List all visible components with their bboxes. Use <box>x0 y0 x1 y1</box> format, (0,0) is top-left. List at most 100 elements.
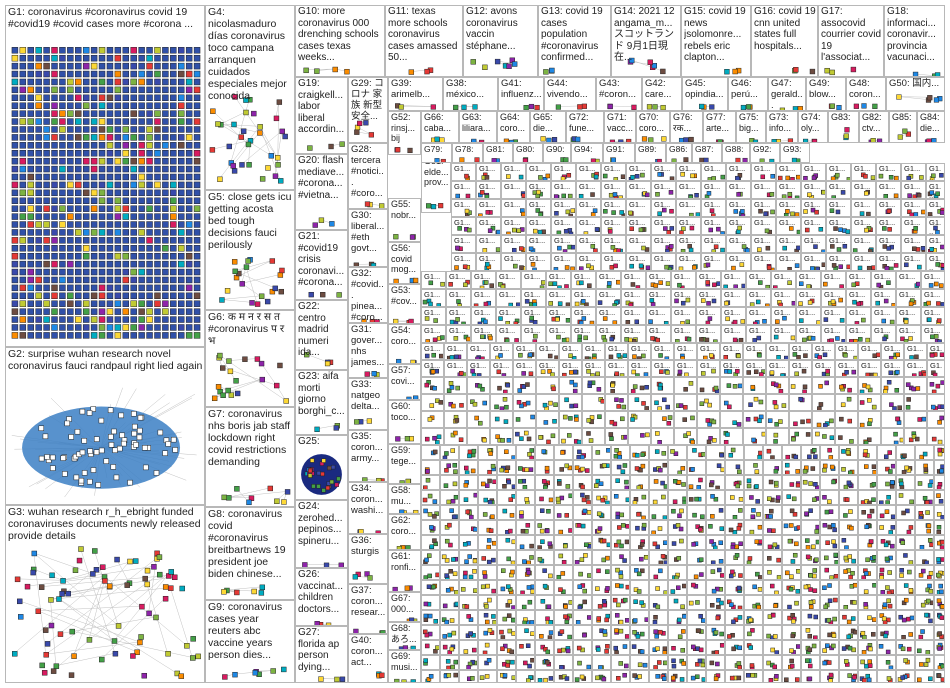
node <box>123 293 129 299</box>
small-group: G1... <box>601 181 626 199</box>
node <box>217 177 222 182</box>
group-label: G13: covid 19 cases population #coronavi… <box>541 6 609 64</box>
node <box>796 175 800 179</box>
small-group <box>782 445 801 460</box>
group-g65: G65: die... <box>530 111 566 143</box>
node <box>83 111 89 117</box>
small-group-network <box>555 446 572 459</box>
small-group-label: G1... <box>679 200 699 209</box>
node <box>155 222 161 228</box>
group-label: G89: <box>638 144 664 154</box>
node <box>480 357 484 359</box>
node <box>737 470 741 474</box>
small-group: G1... <box>671 325 696 343</box>
small-group <box>605 428 628 445</box>
node <box>862 104 867 109</box>
node <box>59 261 65 267</box>
node <box>91 317 97 323</box>
small-group <box>820 475 839 490</box>
node <box>900 438 903 442</box>
node <box>749 403 753 407</box>
node <box>265 299 270 304</box>
node <box>115 214 121 220</box>
node <box>555 317 559 321</box>
node <box>526 523 530 527</box>
node <box>44 134 50 140</box>
node <box>20 269 26 275</box>
node <box>865 525 869 529</box>
node <box>186 55 192 61</box>
node <box>170 237 176 243</box>
node <box>699 558 703 562</box>
small-group-network <box>491 429 512 444</box>
node <box>115 253 121 259</box>
small-group <box>516 490 535 505</box>
small-group <box>490 428 513 445</box>
node <box>581 524 585 528</box>
group-g13: G13: covid 19 cases population #coronavi… <box>538 5 611 77</box>
node <box>525 383 529 387</box>
small-group: G1... <box>671 271 696 289</box>
node <box>12 317 18 323</box>
node <box>854 339 858 342</box>
node <box>155 134 161 140</box>
small-group-network <box>514 395 535 410</box>
small-group <box>766 428 789 445</box>
node <box>811 336 815 340</box>
node <box>902 470 906 474</box>
node <box>550 373 554 376</box>
node <box>641 453 645 457</box>
node <box>407 397 412 399</box>
node <box>75 206 81 212</box>
node <box>178 245 184 251</box>
node <box>184 643 189 648</box>
small-group-network <box>767 378 788 393</box>
node <box>28 150 34 156</box>
group-label: G65: die... <box>533 112 564 133</box>
node <box>107 63 113 69</box>
node <box>477 373 481 376</box>
node <box>20 222 26 228</box>
node <box>758 281 762 285</box>
node <box>589 439 593 443</box>
node <box>409 618 414 621</box>
node <box>803 480 807 484</box>
node <box>123 95 129 101</box>
node <box>710 514 714 518</box>
node <box>687 337 691 341</box>
node <box>665 357 669 359</box>
small-group-network <box>916 551 933 564</box>
small-group-label: G1... <box>679 218 699 227</box>
node <box>131 237 137 243</box>
node <box>179 674 184 679</box>
group-label: G18: informaci... coronavir... provincia… <box>887 6 943 64</box>
small-group-network <box>764 551 781 564</box>
node <box>847 177 850 180</box>
node <box>75 71 81 77</box>
node <box>735 545 739 549</box>
small-group-label: G1... <box>924 326 943 335</box>
node <box>483 401 487 405</box>
node <box>540 509 544 513</box>
node <box>99 325 105 331</box>
node <box>186 166 192 172</box>
node <box>940 469 944 473</box>
node <box>642 401 646 405</box>
node <box>839 265 843 269</box>
node <box>459 438 463 442</box>
group-g31: G31: gover... nhs james... <box>348 323 388 378</box>
small-group: G1... <box>451 181 476 199</box>
node <box>250 300 255 305</box>
node <box>743 158 748 162</box>
small-group <box>573 535 592 550</box>
small-group <box>839 535 858 550</box>
node <box>554 211 558 215</box>
small-group: G1... <box>896 289 921 307</box>
node <box>699 337 703 341</box>
node <box>758 419 762 423</box>
node <box>459 371 463 375</box>
small-group-network <box>935 536 944 549</box>
node <box>91 47 97 53</box>
node <box>155 253 161 259</box>
node <box>663 227 667 231</box>
